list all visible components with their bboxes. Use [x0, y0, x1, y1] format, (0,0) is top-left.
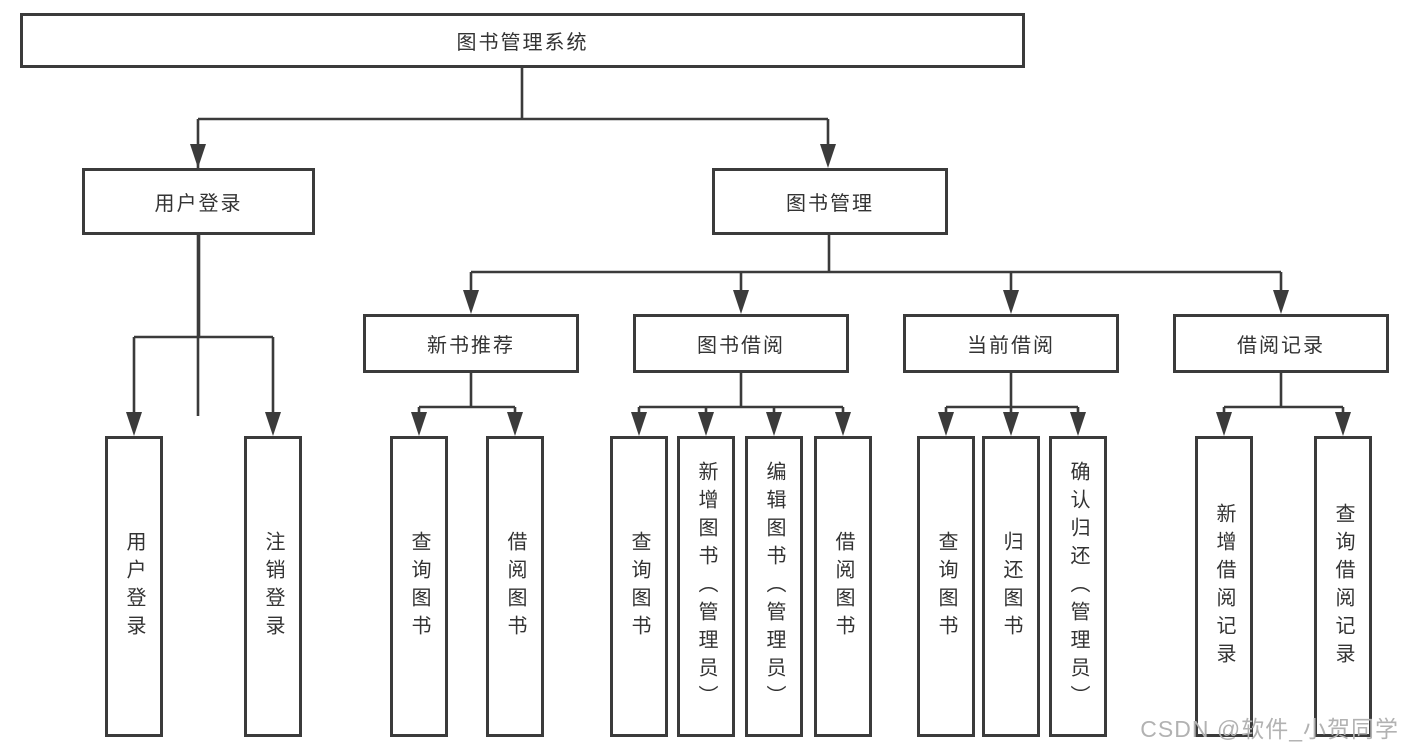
leaf-query-borrow-record-label: 查询借阅记录 — [1332, 502, 1354, 671]
arrow-down-icon — [938, 412, 954, 436]
arrow-down-icon — [1273, 290, 1289, 314]
leaf-user-login: 用户登录 — [105, 436, 163, 737]
arrow-down-icon — [733, 290, 749, 314]
arrow-down-icon — [631, 412, 647, 436]
arrow-down-icon — [1070, 412, 1086, 436]
leaf-edit-book-admin-label: 编辑图书（管理员） — [763, 460, 785, 713]
leaf-borrow-books-borrow: 借阅图书 — [814, 436, 872, 737]
arrow-down-icon — [411, 412, 427, 436]
edge-new-book-recommend-to-leaves — [417, 373, 517, 416]
arrow-down-icon — [1003, 412, 1019, 436]
node-borrow-records: 借阅记录 — [1173, 314, 1389, 373]
arrow-down-icon — [463, 290, 479, 314]
csdn-watermark: CSDN @软件_小贺同学 — [1140, 716, 1399, 742]
arrowheads — [126, 144, 1351, 436]
edge-root-to-level2 — [196, 68, 830, 416]
leaf-add-book-admin: 新增图书（管理员） — [677, 436, 735, 737]
arrow-down-icon — [265, 412, 281, 436]
leaf-query-books-borrow: 查询图书 — [610, 436, 668, 737]
arrow-down-icon — [1335, 412, 1351, 436]
leaf-borrow-books-recommend-label: 借阅图书 — [504, 530, 526, 643]
arrow-down-icon — [190, 144, 206, 168]
node-current-borrow-label: 当前借阅 — [967, 335, 1055, 357]
leaf-borrow-books-borrow-label: 借阅图书 — [832, 530, 854, 643]
node-book-management: 图书管理 — [712, 168, 948, 235]
node-user-login: 用户登录 — [82, 168, 315, 235]
node-borrow-records-label: 借阅记录 — [1237, 335, 1325, 357]
node-book-borrow: 图书借阅 — [633, 314, 849, 373]
node-book-borrow-label: 图书借阅 — [697, 335, 785, 357]
arrow-down-icon — [698, 412, 714, 436]
leaf-confirm-return-admin-label: 确认归还（管理员） — [1067, 460, 1089, 713]
leaf-add-borrow-record-label: 新增借阅记录 — [1213, 502, 1235, 671]
node-book-management-label: 图书管理 — [786, 193, 874, 215]
leaf-borrow-books-recommend: 借阅图书 — [486, 436, 544, 737]
leaf-query-books-current: 查询图书 — [917, 436, 975, 737]
arrow-down-icon — [1216, 412, 1232, 436]
arrow-down-icon — [835, 412, 851, 436]
arrow-down-icon — [1003, 290, 1019, 314]
leaf-logout-label: 注销登录 — [262, 530, 284, 643]
edge-current-borrow-to-leaves — [944, 373, 1080, 416]
node-new-book-recommend-label: 新书推荐 — [427, 335, 515, 357]
leaf-query-books-recommend-label: 查询图书 — [408, 530, 430, 643]
node-root-label: 图书管理系统 — [456, 32, 589, 54]
leaf-add-book-admin-label: 新增图书（管理员） — [695, 460, 717, 713]
node-current-borrow: 当前借阅 — [903, 314, 1119, 373]
arrow-down-icon — [507, 412, 523, 436]
leaf-return-book-label: 归还图书 — [1000, 530, 1022, 643]
leaf-query-books-recommend: 查询图书 — [390, 436, 448, 737]
arrow-down-icon — [126, 412, 142, 436]
leaf-logout: 注销登录 — [244, 436, 302, 737]
edge-borrow-records-to-leaves — [1222, 373, 1345, 416]
leaf-return-book: 归还图书 — [982, 436, 1040, 737]
node-new-book-recommend: 新书推荐 — [363, 314, 579, 373]
leaf-edit-book-admin: 编辑图书（管理员） — [745, 436, 803, 737]
leaf-user-login-label: 用户登录 — [123, 530, 145, 643]
arrow-down-icon — [820, 144, 836, 168]
edge-book-management-to-level3 — [469, 235, 1283, 296]
leaf-query-books-borrow-label: 查询图书 — [628, 530, 650, 643]
leaf-add-borrow-record: 新增借阅记录 — [1195, 436, 1253, 737]
node-user-login-label: 用户登录 — [154, 193, 243, 215]
leaf-query-books-current-label: 查询图书 — [935, 530, 957, 643]
leaf-confirm-return-admin: 确认归还（管理员） — [1049, 436, 1107, 737]
node-root: 图书管理系统 — [20, 13, 1025, 68]
arrow-down-icon — [766, 412, 782, 436]
leaf-query-borrow-record: 查询借阅记录 — [1314, 436, 1372, 737]
edge-user-login-to-leaves — [132, 235, 275, 416]
edge-book-borrow-to-leaves — [637, 373, 845, 416]
